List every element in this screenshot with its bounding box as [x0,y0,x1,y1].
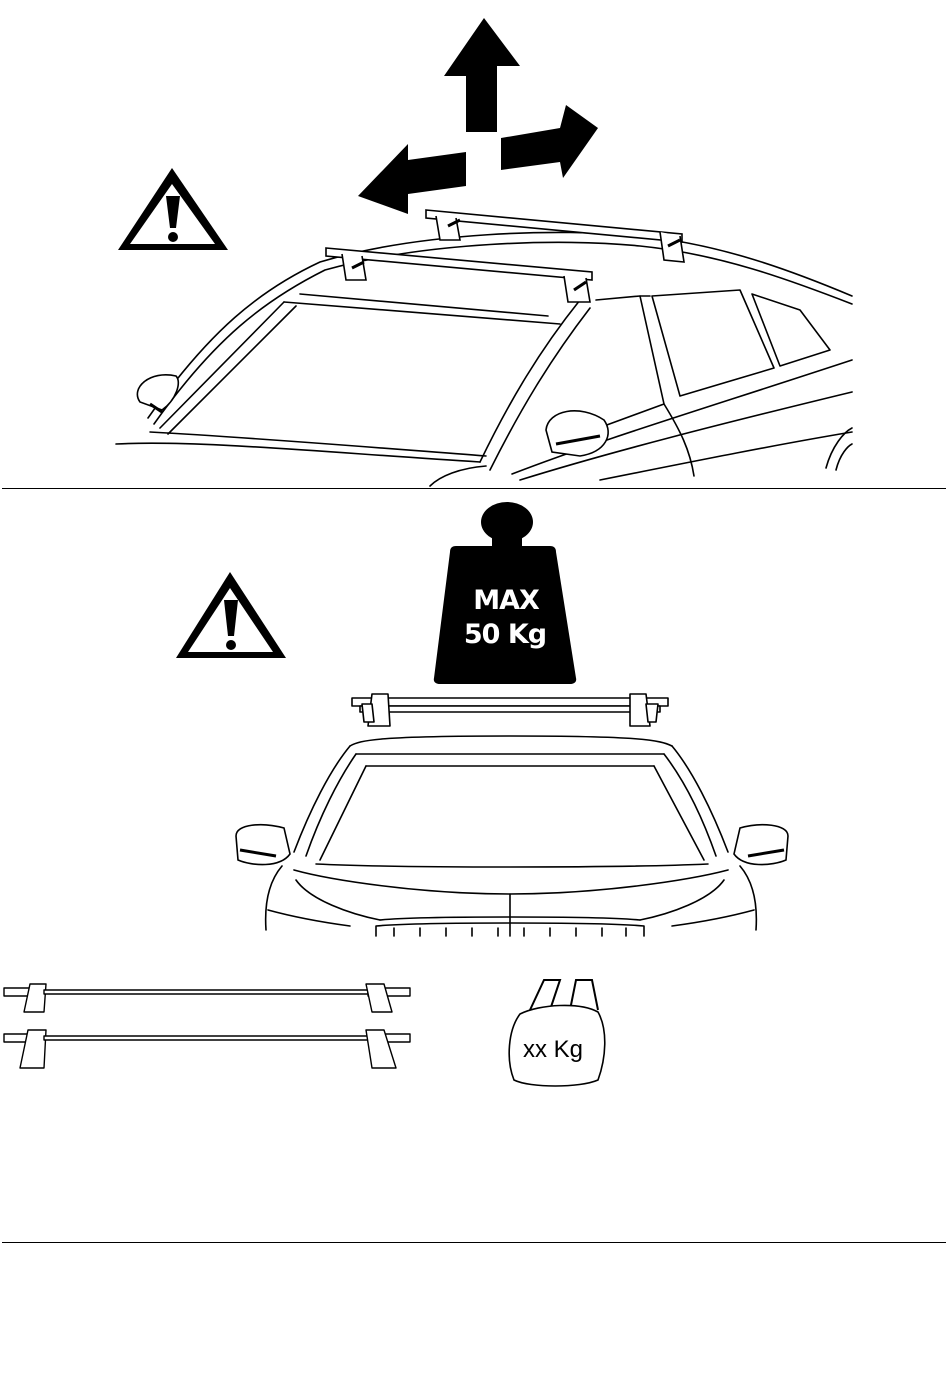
bag-weight-label: xx Kg [523,1036,583,1063]
divider-bottom [2,1242,946,1243]
roof-bar-front [326,248,592,302]
front-view-illustration: MAX 50 Kg [0,490,950,940]
weight-label-value: 50 Kg [464,619,546,650]
roof-bar-part [4,984,410,1012]
parts-illustration: xx Kg [0,940,950,1240]
warning-triangle-icon [176,572,286,658]
mirror-left-icon [137,375,178,412]
side-view-illustration [0,0,950,490]
top-panel [0,0,950,490]
bottom-panel: xx Kg [0,940,950,1240]
weight-label-max: MAX [473,585,540,616]
bag-icon [509,980,605,1086]
divider-top [2,488,946,489]
warning-triangle-icon [118,168,228,250]
roof-bar-front-view [352,694,668,726]
car-front-outline [266,736,757,936]
mirror-left-icon [236,825,290,865]
middle-panel: MAX 50 Kg [0,490,950,940]
arrow-left-icon [358,144,466,214]
arrow-right-icon [501,105,598,178]
mirror-right-icon [546,411,608,456]
arrow-up-icon [444,18,520,132]
mirror-right-icon [734,825,788,865]
roof-bar-part [4,1030,410,1068]
